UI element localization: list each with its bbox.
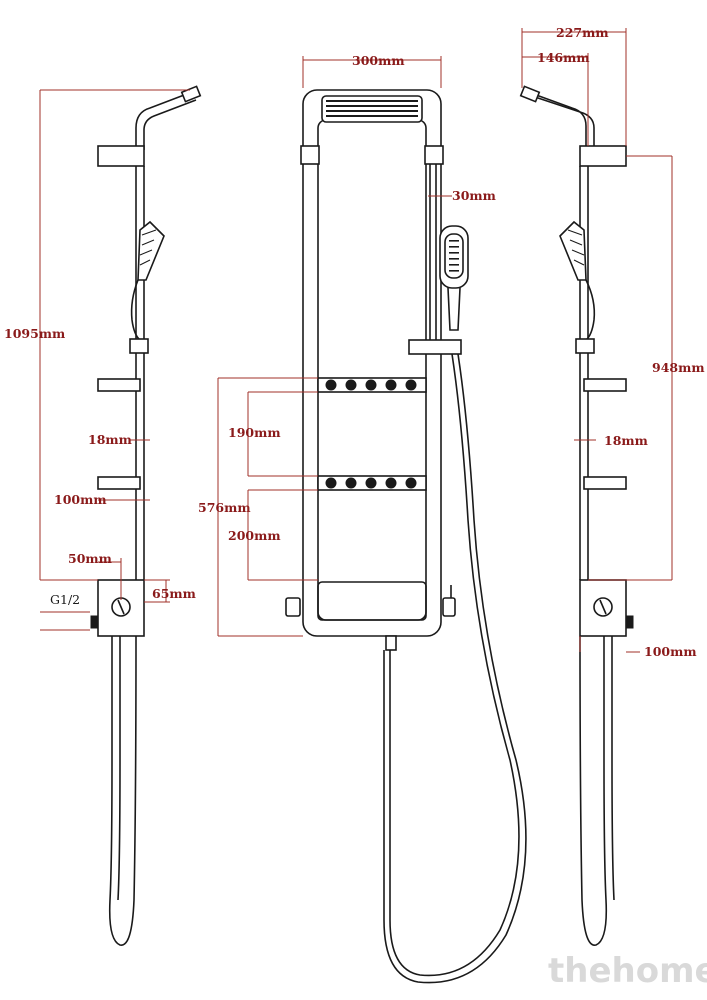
front-bracket-right (424, 145, 444, 165)
dim-base-depth: 100mm (644, 644, 697, 659)
front-hand-shower-face (444, 233, 464, 279)
inlet-thread-label: G1/2 (50, 592, 80, 607)
front-hand-shower-holes (449, 240, 459, 272)
dim-valve-height: 65mm (152, 586, 196, 601)
front-dimensions: 300mm 30mm 190mm 576mm 200mm (198, 53, 496, 637)
dim-valve-width: 50mm (68, 551, 112, 566)
hand-shower-handle (130, 279, 141, 341)
right-top-bracket (579, 145, 627, 167)
right-hand-shower-handle (585, 279, 596, 341)
hand-shower-head (137, 220, 165, 281)
slider-holder (129, 338, 149, 354)
dim-side-projection: 100mm (54, 492, 107, 507)
dim-panel-width: 300mm (352, 53, 405, 68)
dim-total-height: 1095mm (4, 326, 65, 341)
rain-head-holes (326, 100, 418, 117)
left-dimensions: 1095mm 18mm 100mm 50mm 65mm G1/2 (4, 89, 196, 631)
left-side-view (90, 85, 202, 946)
jet-row-upper-nozzles (325, 379, 417, 391)
jet-row-lower-nozzles (325, 477, 417, 489)
right-overhead-arm (527, 91, 587, 146)
side-arm-lower (97, 476, 141, 490)
top-bracket (97, 145, 145, 167)
panel-outer (302, 89, 442, 637)
right-side-view (519, 85, 634, 946)
right-side-arm-lower (583, 476, 627, 490)
front-hose-outer (383, 353, 527, 984)
dim-arm-gap-right: 18mm (604, 433, 648, 448)
front-inlet (385, 635, 397, 651)
dim-head-reach: 146mm (537, 50, 590, 65)
right-overhead-nozzle (519, 85, 541, 103)
left-control-knob (285, 597, 301, 617)
dim-arm-gap-left: 18mm (88, 432, 132, 447)
right-hand-shower-head (559, 220, 587, 281)
front-hose (389, 353, 520, 977)
dim-overhead-reach: 227mm (556, 25, 609, 40)
dim-rail-offset: 30mm (452, 188, 496, 203)
dim-panel-height: 576mm (198, 500, 251, 515)
hose-left (108, 635, 137, 946)
right-overhead-arm-inner (531, 95, 595, 146)
right-control-knob (442, 597, 456, 617)
front-hand-shower-handle (447, 287, 461, 331)
dim-jet-spacing: 190mm (228, 425, 281, 440)
dim-rail-height: 948mm (652, 360, 705, 375)
front-slider (408, 339, 462, 355)
dim-lower-spacing: 200mm (228, 528, 281, 543)
watermark-logo: thehome (548, 951, 707, 991)
right-slider (575, 338, 595, 354)
right-dimensions: 227mm 146mm 948mm 18mm 100mm (521, 25, 705, 659)
hand-shower-grid (139, 229, 157, 266)
control-area (317, 581, 427, 621)
side-arm-upper (97, 378, 141, 392)
inlet-stub (90, 615, 99, 629)
overhead-nozzle (180, 85, 202, 103)
overhead-arm-inner (143, 99, 197, 150)
right-inlet-stub (625, 615, 634, 629)
valve-knob-lever (117, 599, 125, 615)
right-side-arm-upper (583, 378, 627, 392)
rain-head (321, 95, 423, 123)
overhead-arm (135, 91, 193, 150)
front-hand-shower (439, 225, 469, 289)
front-view (285, 89, 527, 984)
front-bracket-left (300, 145, 320, 165)
hose-left-inner (117, 636, 121, 901)
hose-right (579, 635, 608, 946)
